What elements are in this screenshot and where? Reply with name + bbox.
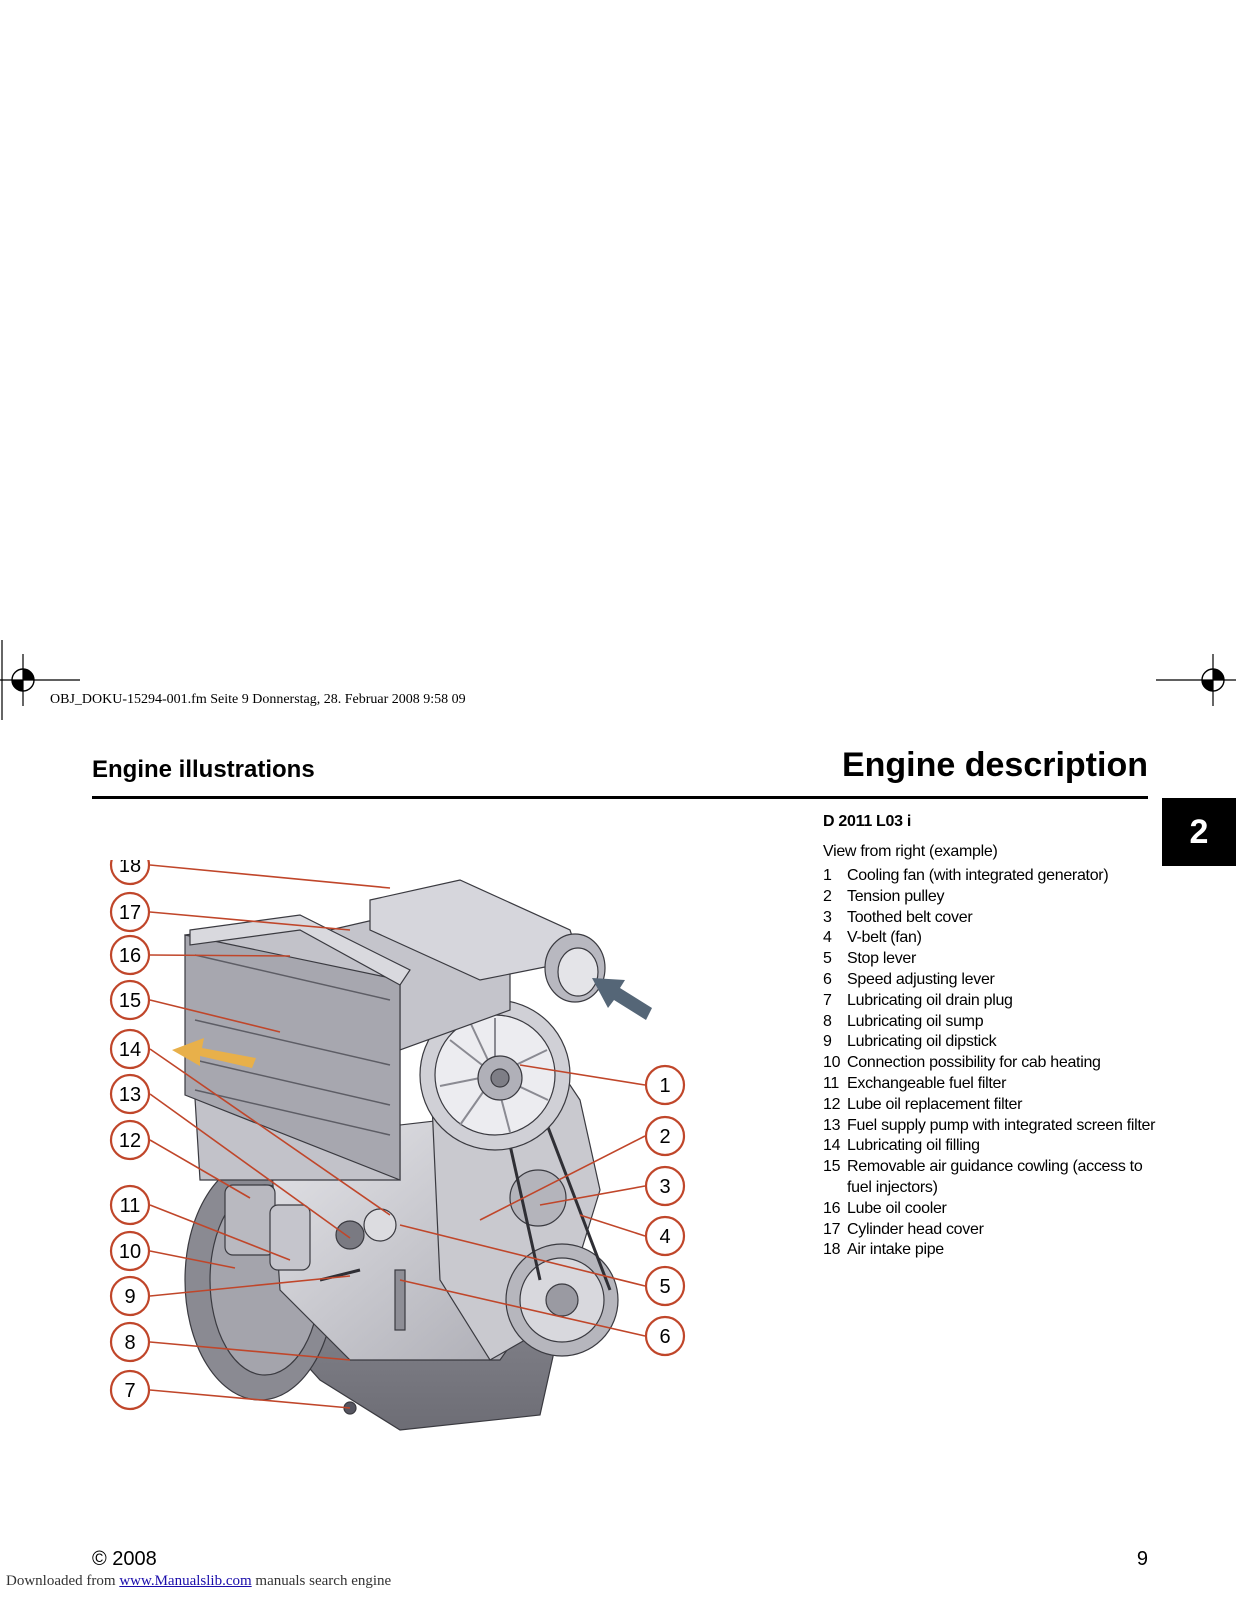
svg-text:1: 1	[659, 1075, 670, 1097]
svg-text:9: 9	[124, 1286, 135, 1308]
svg-text:13: 13	[119, 1084, 141, 1106]
svg-text:8: 8	[124, 1332, 135, 1354]
copyright: © 2008	[92, 1548, 157, 1570]
callout-2: 2	[644, 1115, 686, 1157]
callout-11: 11	[109, 1184, 151, 1226]
svg-text:7: 7	[124, 1380, 135, 1402]
svg-text:10: 10	[119, 1241, 141, 1263]
callout-7: 7	[109, 1369, 151, 1411]
download-prefix: Downloaded from	[6, 1573, 116, 1589]
svg-text:6: 6	[659, 1326, 670, 1348]
callout-12: 12	[109, 1119, 151, 1161]
callout-6: 6	[644, 1315, 686, 1357]
callout-3: 3	[644, 1165, 686, 1207]
callout-9: 9	[109, 1275, 151, 1317]
svg-text:15: 15	[119, 990, 141, 1012]
callout-17: 17	[109, 891, 151, 933]
cooling-air-arrow-icon	[172, 1038, 256, 1068]
callout-18: 18	[109, 860, 151, 886]
chapter-title: Engine description	[841, 746, 1148, 784]
engine-illustration: 18 17 16 15 14 13 12 11 10 9 8 7 1 2 3 4…	[109, 860, 686, 1431]
callout-1: 1	[644, 1064, 686, 1106]
callout-10: 10	[109, 1230, 151, 1272]
callout-8: 8	[109, 1321, 151, 1363]
leader-lines	[149, 864, 646, 1409]
view-caption: View from right (example)	[823, 843, 998, 860]
svg-text:18: 18	[119, 860, 141, 877]
manualslib-link[interactable]: www.Manualslib.com	[119, 1573, 252, 1589]
callout-14: 14	[109, 1028, 151, 1070]
callout-13: 13	[109, 1073, 151, 1115]
page-number: 9	[1136, 1548, 1148, 1570]
svg-text:16: 16	[119, 945, 141, 967]
engine-drawing	[184, 879, 619, 1431]
download-suffix: manuals search engine	[255, 1573, 392, 1589]
chapter-tab: 2	[1162, 798, 1236, 866]
callout-16: 16	[109, 934, 151, 976]
svg-text:5: 5	[659, 1276, 670, 1298]
svg-text:4: 4	[659, 1226, 670, 1248]
crop-mark-right	[1156, 654, 1236, 706]
print-header: OBJ_DOKU-15294-001.fm Seite 9 Donnerstag…	[50, 692, 466, 707]
svg-text:14: 14	[119, 1039, 141, 1061]
download-notice: Downloaded from www.Manualslib.com manua…	[6, 1573, 391, 1590]
svg-text:11: 11	[120, 1195, 141, 1217]
heading-rule	[92, 796, 1148, 799]
svg-text:3: 3	[659, 1176, 670, 1198]
callout-4: 4	[644, 1215, 686, 1257]
callout-5: 5	[644, 1265, 686, 1307]
section-heading: Engine illustrations	[92, 756, 315, 783]
callouts: 18 17 16 15 14 13 12 11 10 9 8 7 1 2 3 4…	[109, 860, 686, 1411]
svg-text:2: 2	[659, 1126, 670, 1148]
engine-model: D 2011 L03 i	[823, 813, 912, 830]
crop-mark-left	[0, 640, 80, 720]
svg-text:17: 17	[119, 902, 141, 924]
intake-air-arrow-icon	[592, 978, 652, 1020]
callout-15: 15	[109, 979, 151, 1021]
svg-text:12: 12	[119, 1130, 141, 1152]
